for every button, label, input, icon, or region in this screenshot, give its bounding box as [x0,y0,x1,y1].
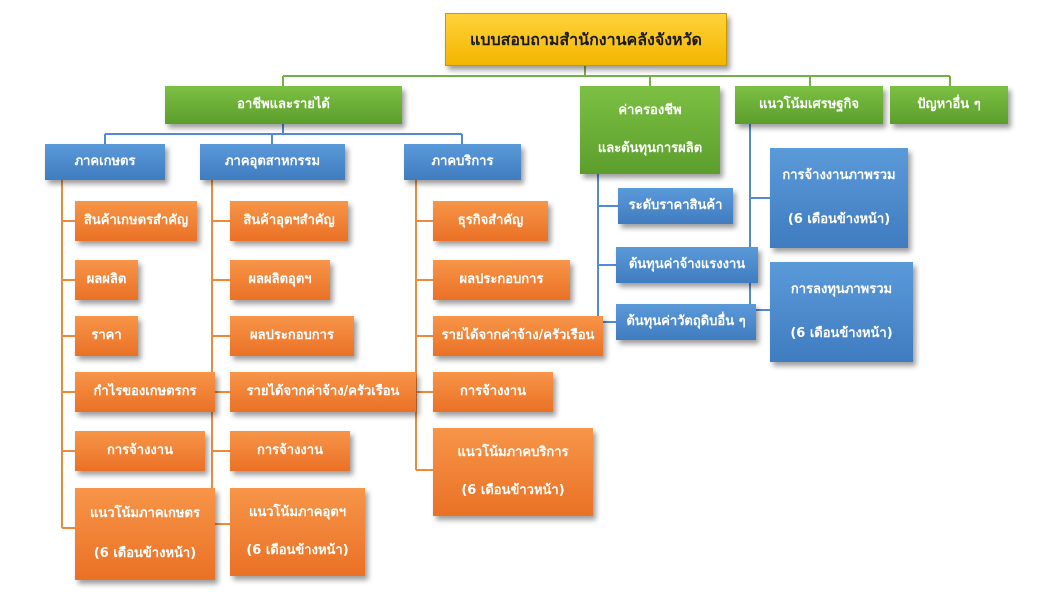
svc-item-employment: การจ้างงาน [433,372,553,412]
sector-agriculture: ภาคเกษตร [45,144,165,180]
economy-investment-line2: (6 เดือนข้างหน้า) [790,325,893,341]
ind-trend-line1: แนวโน้มภาคอุตฯ [248,504,347,520]
cost-item-labor-cost: ต้นทุนค่าจ้างแรงงาน [616,247,758,283]
agri-item-key-products: สินค้าเกษตรสำคัญ [75,201,197,241]
economy-employment-line1: การจ้างงานภาพรวม [782,167,896,183]
cost-item-price-level: ระดับราคาสินค้า [618,188,733,224]
item-connectors [61,180,433,529]
category-cost-line2: และต้นทุนการผลิต [597,140,703,156]
economy-investment-line1: การลงทุนภาพรวม [790,281,893,297]
ind-item-performance: ผลประกอบการ [230,316,354,356]
svc-item-household-income: รายได้จากค่าจ้าง/ครัวเรือน [433,316,603,356]
cost-item-material-cost: ต้นทุนค่าวัตถุดิบอื่น ๆ [616,304,756,340]
category-income: อาชีพและรายได้ [165,86,402,124]
agri-item-farmer-profit: กำไรของเกษตรกร [75,372,215,412]
agri-trend-line2: (6 เดือนข้างหน้า) [93,545,197,561]
svc-item-performance: ผลประกอบการ [433,260,570,300]
ind-item-trend: แนวโน้มภาคอุตฯ (6 เดือนข้างหน้า) [230,488,365,576]
economy-item-investment: การลงทุนภาพรวม (6 เดือนข้างหน้า) [770,262,913,362]
svc-item-key-business: ธุรกิจสำคัญ [433,201,548,241]
title-connectors [282,66,951,86]
sector-industry: ภาคอุตสาหกรรม [200,144,345,180]
agri-item-output: ผลผลิต [75,260,138,300]
category-other: ปัญหาอื่น ๆ [890,86,1008,124]
ind-trend-line2: (6 เดือนข้างหน้า) [246,542,349,558]
agri-item-trend: แนวโน้มภาคเกษตร (6 เดือนข้างหน้า) [75,488,215,580]
ind-item-employment: การจ้างงาน [230,431,350,471]
economy-item-employment: การจ้างงานภาพรวม (6 เดือนข้างหน้า) [770,148,908,248]
svc-trend-line2: (6 เดือนข้าวหน้า) [461,482,565,498]
sector-service: ภาคบริการ [404,144,521,180]
agri-item-employment: การจ้างงาน [75,431,205,471]
svc-trend-line1: แนวโน้มภาคบริการ [457,444,569,460]
diagram-title: แบบสอบถามสำนักงานคลังจังหวัด [445,13,727,66]
category-cost-line1: ค่าครองชีพ [618,102,682,118]
svc-item-trend: แนวโน้มภาคบริการ (6 เดือนข้าวหน้า) [433,428,593,516]
category-cost: ค่าครองชีพ และต้นทุนการผลิต [580,86,720,174]
ind-item-key-products: สินค้าอุตฯสำคัญ [230,201,348,241]
agri-trend-line1: แนวโน้มภาคเกษตร [90,505,200,521]
agri-item-price: ราคา [75,316,138,356]
ind-item-household-income: รายได้จากค่าจ้าง/ครัวเรือน [230,372,416,412]
category-economy: แนวโน้มเศรษฐกิจ [735,86,883,124]
sector-connectors [104,124,463,144]
ind-item-output: ผลผลิตอุตฯ [230,260,330,300]
cost-economy-connectors [597,124,770,324]
economy-employment-line2: (6 เดือนข้างหน้า) [787,211,891,227]
